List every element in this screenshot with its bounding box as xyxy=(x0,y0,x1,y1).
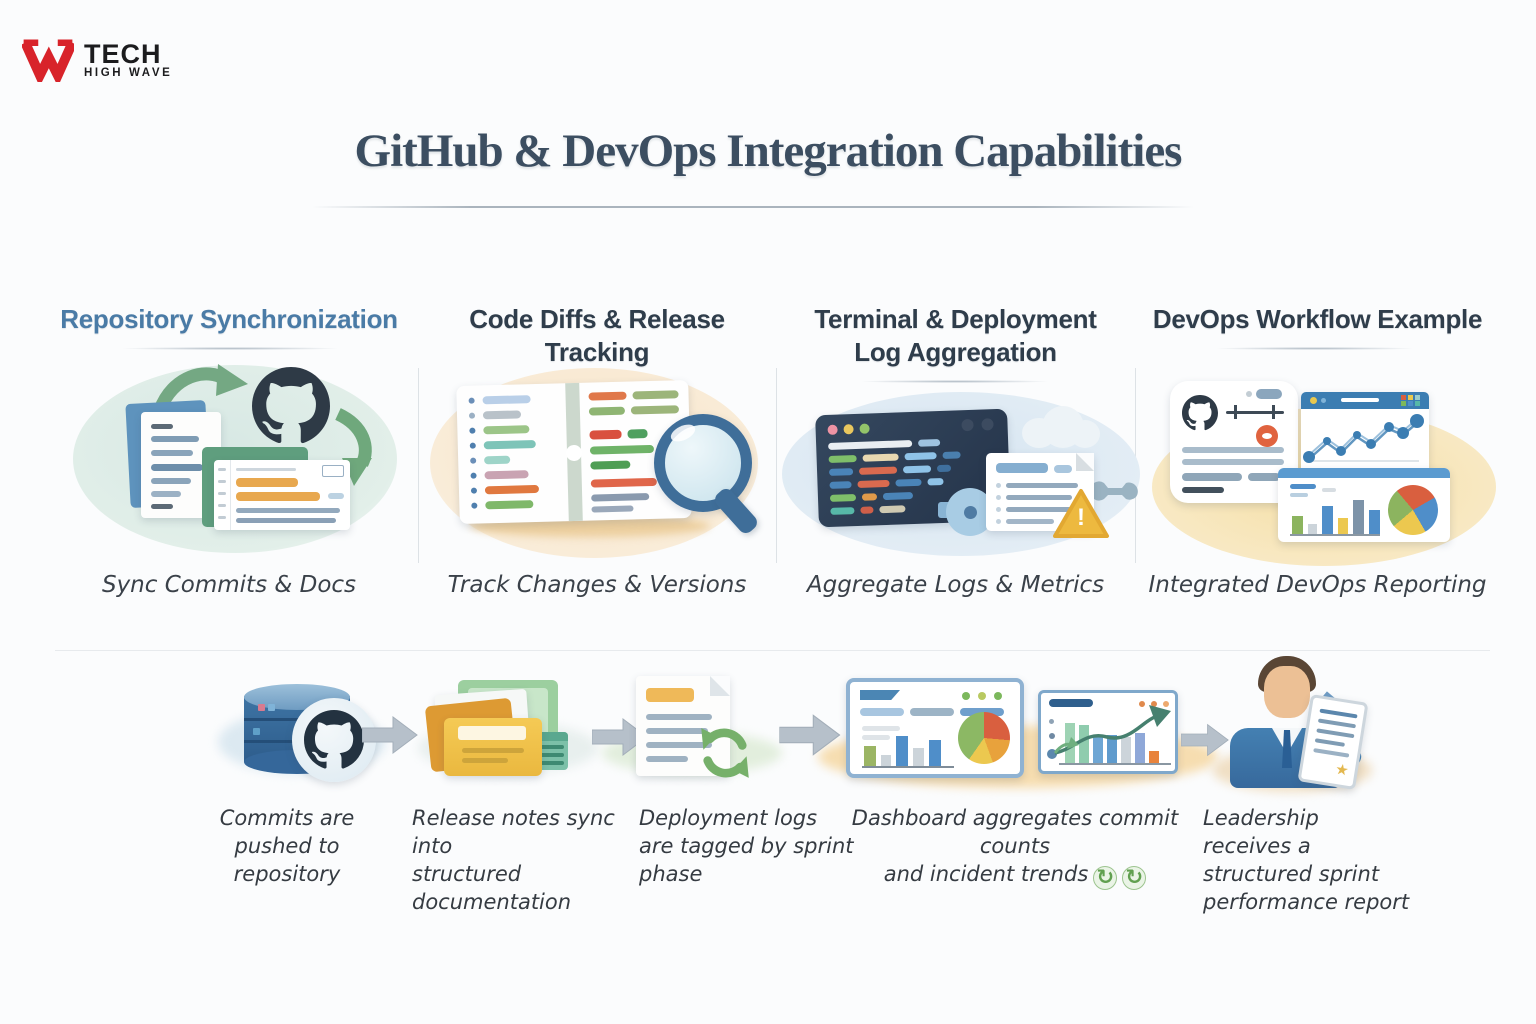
star-icon: ★ xyxy=(1333,760,1350,780)
column-header-workflow-example: DevOps Workflow Example xyxy=(1152,304,1483,334)
step-caption-3: Deployment logs are tagged by sprint pha… xyxy=(639,806,854,886)
sync-circle-icon xyxy=(698,726,752,780)
database-octocat-icon xyxy=(240,682,390,784)
flow-arrow-icon xyxy=(778,712,842,758)
bar-chart xyxy=(1292,500,1380,534)
sync-badge-icon: ↻ xyxy=(1093,866,1118,890)
window-button xyxy=(322,465,344,477)
section-divider xyxy=(55,650,1490,651)
analytics-browser-icon xyxy=(1301,392,1429,474)
document-sync-icon xyxy=(636,672,754,784)
trend-arrow-icon xyxy=(1053,705,1171,755)
header-swoosh xyxy=(120,347,340,350)
pie-chart xyxy=(1388,485,1438,535)
tech-high-wave-logo-icon xyxy=(22,39,74,82)
commit-list-window-icon xyxy=(214,460,350,530)
column-header-log-aggregation: Terminal & Deployment Log Aggregation xyxy=(814,304,1097,367)
magnifier-icon xyxy=(648,410,768,540)
caption-integrated-reporting: Integrated DevOps Reporting xyxy=(1148,572,1487,598)
step-caption-4: Dashboard aggregates commit counts and i… xyxy=(851,806,1179,890)
wrench-icon xyxy=(1089,481,1138,501)
caption-aggregate-logs: Aggregate Logs & Metrics xyxy=(806,572,1105,598)
step-caption-2: Release notes sync into structured docum… xyxy=(412,806,615,914)
brand-name: TECH xyxy=(84,39,162,69)
log-document-icon xyxy=(986,453,1094,531)
column-header-code-diffs: Code Diffs & Release Tracking xyxy=(469,304,725,367)
sync-badge-icon: ↻ xyxy=(1122,866,1147,890)
brand-logo: TECH HIGH WAVE xyxy=(22,36,172,82)
brand-tagline: HIGH WAVE xyxy=(84,67,173,79)
column-separator xyxy=(418,368,419,563)
github-octocat-icon xyxy=(252,367,330,445)
repo-card-icon xyxy=(1170,381,1298,503)
caption-sync-commits: Sync Commits & Docs xyxy=(101,572,357,598)
page-title: GitHub & DevOps Integration Capabilities xyxy=(354,125,1183,177)
github-octocat-icon xyxy=(1182,395,1218,431)
line-chart xyxy=(1303,414,1424,463)
dashboard-b-icon xyxy=(1038,690,1178,774)
sync-arrow-up-icon xyxy=(153,364,248,413)
header-swoosh xyxy=(1215,347,1415,350)
leadership-report-icon: ★ xyxy=(1222,656,1372,792)
dashboard-card-icon xyxy=(1278,468,1450,542)
step-caption-5: Leadership receives a structured sprint … xyxy=(1203,806,1410,914)
caption-track-changes: Track Changes & Versions xyxy=(447,572,747,598)
column-separator xyxy=(776,368,777,563)
column-header-repository-sync: Repository Synchronization xyxy=(60,304,398,334)
dashboard-a-icon xyxy=(846,678,1024,778)
report-icon: ★ xyxy=(1297,694,1369,790)
step-caption-1: Commits are pushed to repository xyxy=(219,806,355,886)
flow-arrow-icon xyxy=(362,714,418,756)
warning-icon: ! xyxy=(1052,488,1110,540)
folders-icon xyxy=(424,674,576,794)
title-divider xyxy=(312,206,1194,208)
header-swoosh xyxy=(860,380,1050,383)
